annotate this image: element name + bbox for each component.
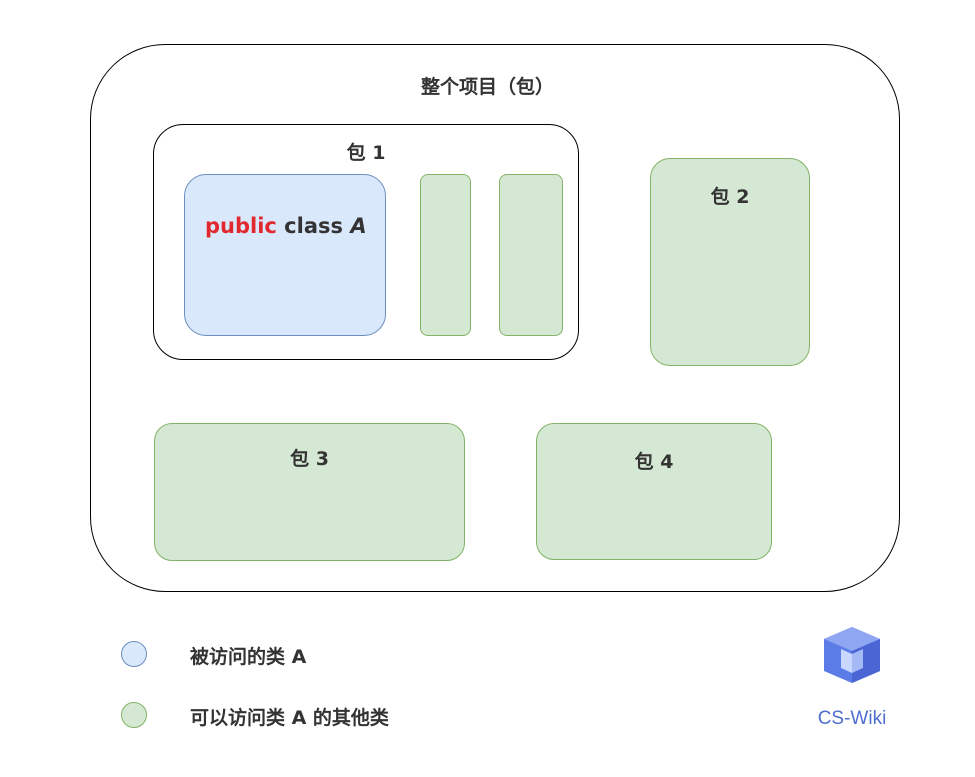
class-keyword: class	[284, 214, 351, 238]
package-4-box	[536, 423, 772, 560]
legend-blue-dot	[121, 641, 147, 667]
legend-accessed-class-label: 被访问的类 A	[190, 646, 307, 668]
class-a-label: public class A	[205, 214, 367, 238]
public-keyword: public	[205, 214, 277, 238]
package-1-title: 包 1	[346, 142, 386, 164]
class-name: A	[350, 214, 367, 238]
package-4-title: 包 4	[634, 451, 674, 473]
package-1-other-class-1	[420, 174, 471, 336]
class-a-box	[184, 174, 386, 336]
package-1-other-class-2	[499, 174, 563, 336]
cs-wiki-logo-text: CS-Wiki	[817, 708, 887, 729]
legend-accessing-classes-label: 可以访问类 A 的其他类	[190, 707, 389, 729]
package-3-title: 包 3	[290, 448, 329, 470]
package-2-box	[650, 158, 810, 366]
cs-wiki-logo-icon	[824, 627, 880, 683]
package-2-title: 包 2	[710, 186, 750, 208]
package-3-box	[154, 423, 465, 561]
legend-green-dot	[121, 702, 147, 728]
project-title: 整个项目（包）	[420, 76, 554, 98]
